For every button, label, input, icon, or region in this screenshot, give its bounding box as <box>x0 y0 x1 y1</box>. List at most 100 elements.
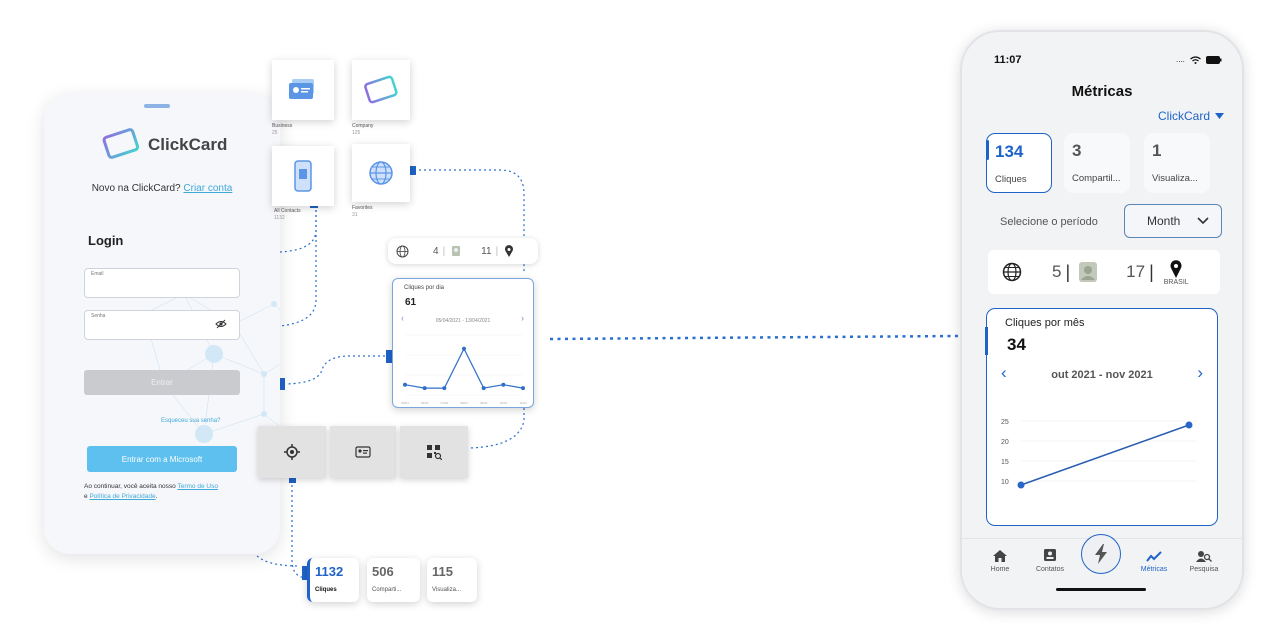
mini-metric-label: Comparti... <box>372 587 402 593</box>
metric-label: Compartil... <box>1072 173 1121 184</box>
microsoft-login-button[interactable]: Entrar com a Microsoft <box>87 446 237 472</box>
locate-button[interactable] <box>258 426 326 478</box>
trend-icon <box>1146 551 1162 562</box>
divider: | <box>1149 261 1154 282</box>
qr-scan-button[interactable] <box>400 426 468 478</box>
email-field[interactable]: Email <box>84 268 240 298</box>
daily-point <box>521 386 525 391</box>
login-phone: ClickCard Novo na ClickCard? Criar conta… <box>44 94 280 554</box>
divider: | <box>1065 261 1071 282</box>
signup-link[interactable]: Criar conta <box>183 183 233 194</box>
eye-off-icon[interactable] <box>215 319 227 329</box>
home-indicator <box>1056 588 1146 591</box>
daily-next-icon[interactable]: › <box>521 313 524 323</box>
location-pin-icon <box>1170 259 1182 278</box>
globe-icon <box>369 161 393 185</box>
mini-metric-value: 1132 <box>315 564 344 579</box>
monthly-next-icon[interactable]: › <box>1197 363 1203 382</box>
metric-value: 3 <box>1072 141 1082 160</box>
monthly-y-tick-label: 25 <box>1001 419 1009 426</box>
monthly-chart-title: Cliques por mês <box>1005 317 1085 329</box>
daily-series-line <box>404 347 524 389</box>
email-label: Email <box>91 271 104 277</box>
battery-icon <box>1205 55 1222 64</box>
daily-prev-icon[interactable]: ‹ <box>401 313 404 323</box>
location-label: BRASIL <box>1163 278 1189 286</box>
terms-link[interactable]: Termo de Uso <box>177 483 218 490</box>
tile-all-contacts[interactable] <box>272 146 334 206</box>
tile-company[interactable] <box>352 60 410 120</box>
globe-icon <box>396 245 409 257</box>
daily-point <box>501 382 506 387</box>
divider: | <box>495 245 499 257</box>
tile-business-count: 25 <box>272 130 278 136</box>
metric-label: Cliques <box>995 174 1027 185</box>
tile-company-label: Company <box>352 123 374 129</box>
phone-notch <box>144 104 170 108</box>
home-icon <box>993 550 1007 562</box>
tab-home[interactable]: Home <box>974 550 1026 573</box>
metric-views[interactable]: 1 Visualiza... <box>1144 133 1210 193</box>
metric-clicks[interactable]: 134 Cliques <box>986 133 1052 193</box>
password-label: Senha <box>91 313 106 319</box>
phone-contacts-icon <box>294 160 312 192</box>
contacts-icon <box>1044 549 1056 561</box>
tab-label: Home <box>990 566 1010 573</box>
tile-favorites-label: Favorites <box>352 205 373 211</box>
company-selector[interactable]: ClickCard <box>1158 109 1225 123</box>
clickcard-logo-icon <box>102 128 140 159</box>
metric-shares[interactable]: 3 Compartil... <box>1064 133 1130 193</box>
daily-x-tick-label: 10/04 <box>500 401 508 405</box>
monthly-y-tick-label: 20 <box>1001 439 1009 446</box>
privacy-link[interactable]: Política de Privacidade <box>89 493 156 500</box>
tab-contacts[interactable]: Contatos <box>1024 548 1076 573</box>
tab-search[interactable]: Pesquisa <box>1178 550 1230 573</box>
mini-metric-views[interactable]: 115 Visualiza... <box>427 558 477 602</box>
tab-label: Contatos <box>1035 566 1065 573</box>
metric-label: Visualiza... <box>1152 173 1198 184</box>
wifi-icon <box>1189 55 1201 64</box>
mini-metric-label: Visualiza... <box>432 587 461 593</box>
mini-metric-value: 506 <box>372 564 394 579</box>
forgot-password-link[interactable]: Esqueceu sua senha? <box>161 418 221 424</box>
id-card-icon <box>289 79 314 99</box>
monthly-point <box>1017 481 1025 489</box>
password-field[interactable]: Senha <box>84 310 240 340</box>
monthly-prev-icon[interactable]: ‹ <box>1001 363 1007 382</box>
enter-button[interactable]: Entrar <box>84 370 240 395</box>
locate-icon <box>284 444 300 460</box>
tile-business-label: Business <box>272 123 293 129</box>
signal-icon: .... <box>1176 55 1185 64</box>
contact-card-button[interactable] <box>330 426 396 478</box>
metric-value: 134 <box>995 142 1024 161</box>
small-contacts-count: 11 <box>481 245 492 257</box>
quick-action-button[interactable] <box>1081 534 1121 574</box>
daily-x-tick-label: 09/04 <box>480 401 488 405</box>
mini-metric-value: 115 <box>432 564 453 579</box>
monthly-y-tick-label: 10 <box>1001 479 1009 486</box>
tile-business[interactable] <box>272 60 334 120</box>
terms-text: Ao continuar, você aceita nosso Termo de… <box>84 483 218 500</box>
tab-metrics[interactable]: Métricas <box>1128 550 1180 573</box>
period-value: Month <box>1147 214 1181 228</box>
stats-row: 5 | 17 | BRASIL <box>988 250 1220 294</box>
chevron-down-icon <box>1197 217 1209 225</box>
card-outline-icon <box>364 75 398 104</box>
daily-point <box>403 382 407 387</box>
monthly-chart-range: out 2021 - nov 2021 <box>1051 369 1153 381</box>
tile-company-count: 125 <box>352 130 361 136</box>
tab-label: Pesquisa <box>1189 566 1219 573</box>
period-select[interactable]: Month <box>1124 204 1222 238</box>
contact-card-icon <box>355 446 371 458</box>
tile-favorites-count: 31 <box>352 212 358 218</box>
tile-favorites[interactable] <box>352 144 410 202</box>
daily-point <box>442 386 447 391</box>
small-stats-bar: 4 | 11 | <box>388 238 538 264</box>
monthly-clicks-chart-card: Cliques por mês 34 ‹ out 2021 - nov 2021… <box>985 308 1218 526</box>
globe-icon <box>1002 262 1022 282</box>
mini-metric-shares[interactable]: 506 Comparti... <box>367 558 420 602</box>
mini-metric-label: Cliques <box>315 587 337 593</box>
mini-metric-clicks[interactable]: 1132 Cliques <box>307 558 359 602</box>
